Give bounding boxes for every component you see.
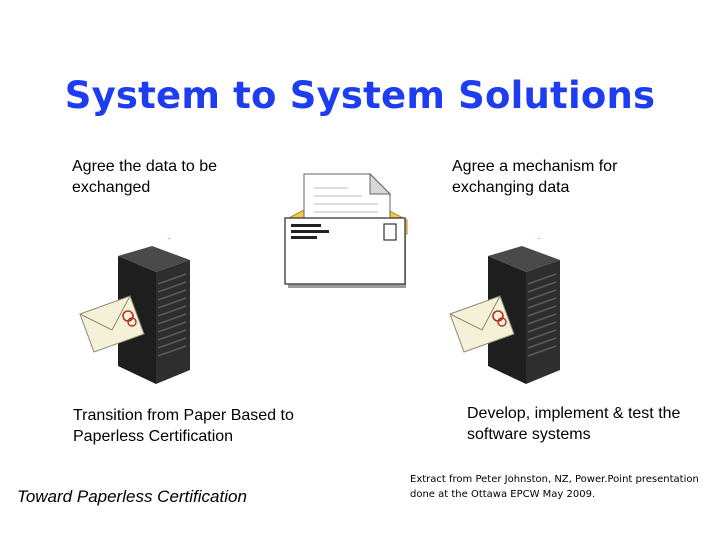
footer-right-text: Extract from Peter Johnston, NZ, Power.P… — [410, 474, 699, 500]
bottom-left-text: Transition from Paper Based to Paperless… — [73, 407, 294, 445]
envelope-icon — [284, 172, 408, 288]
letter-icon — [449, 295, 515, 353]
top-right-text: Agree a mechanism for exchanging data — [452, 158, 618, 196]
server-icon — [449, 238, 560, 384]
footer-left-text: Toward Paperless Certification — [17, 487, 247, 506]
top-left-text: Agree the data to be exchanged — [72, 158, 217, 196]
server-icon — [79, 238, 190, 384]
slide-title: System to System Solutions — [64, 74, 656, 117]
letter-icon — [79, 295, 145, 353]
bottom-right-text: Develop, implement & test the software s… — [467, 405, 681, 443]
